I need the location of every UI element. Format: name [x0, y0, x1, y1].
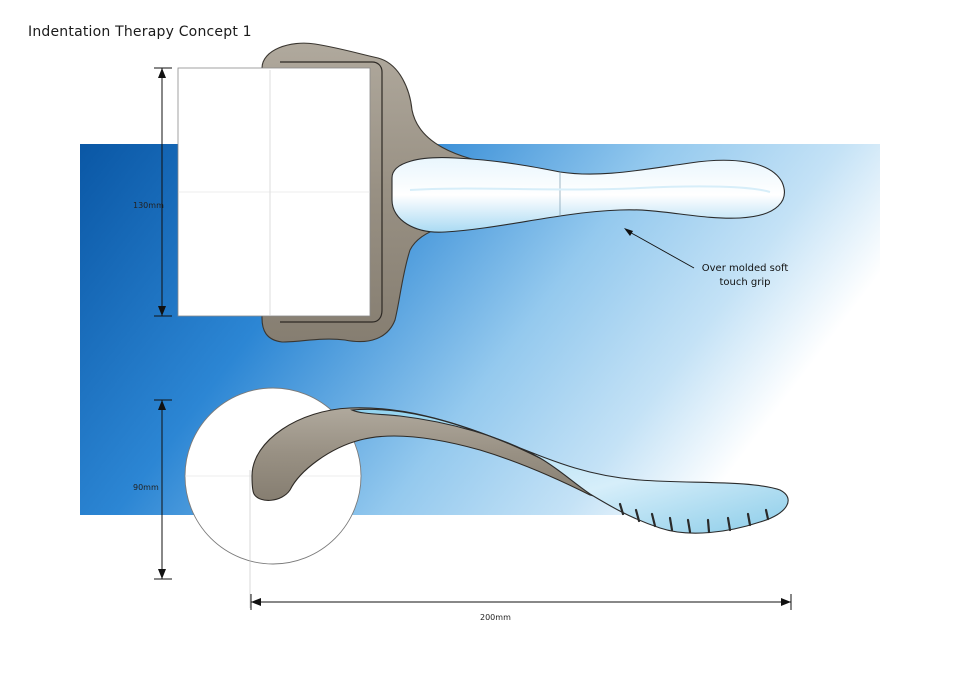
- dimension-height-top: [154, 67, 172, 317]
- annotation-line-1: Over molded soft: [701, 263, 789, 274]
- dimension-label-length: 200mm: [480, 613, 511, 622]
- dimension-label-height-top: 130mm: [133, 201, 164, 210]
- grip-ribs: [618, 502, 770, 534]
- annotation-line-2: touch grip: [719, 277, 771, 288]
- side-handle-body: [251, 407, 611, 501]
- annotation-leader: [625, 229, 695, 269]
- top-grip: [391, 157, 785, 233]
- dimension-label-height-bottom: 90mm: [133, 483, 159, 492]
- side-grip: [349, 408, 789, 534]
- dimension-height-bottom: [154, 399, 172, 580]
- dimension-length: [250, 594, 792, 610]
- page-title: Indentation Therapy Concept 1: [28, 24, 252, 40]
- annotation-grip: Over molded soft touch grip: [690, 262, 800, 290]
